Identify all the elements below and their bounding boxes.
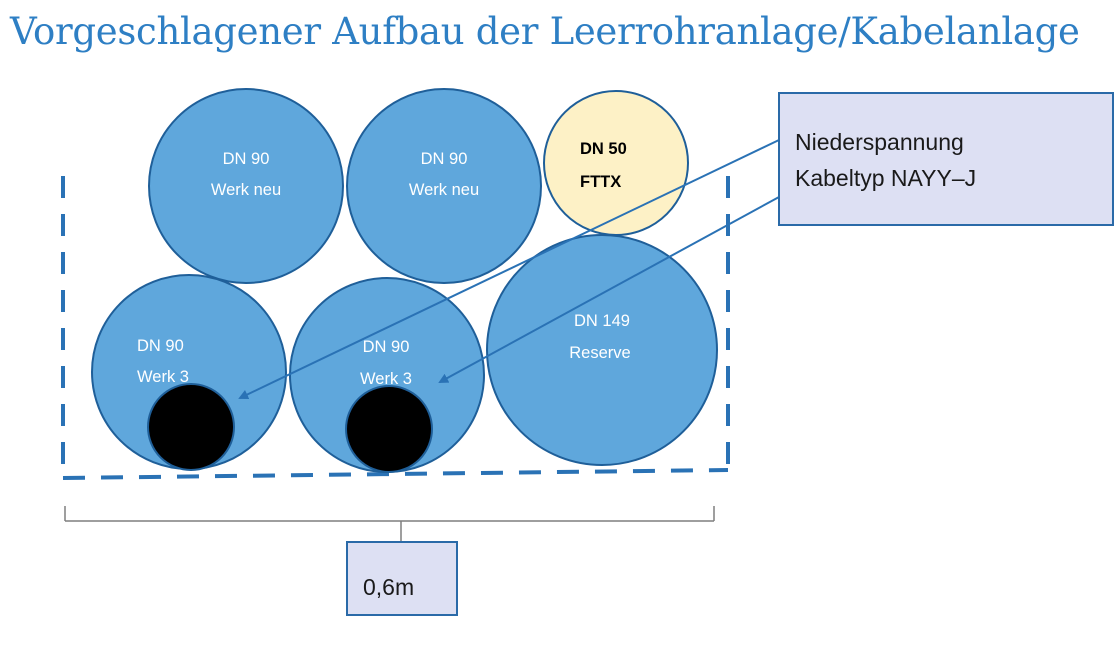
cable (345, 385, 433, 473)
pipe-dn-label: DN 90 (137, 337, 184, 355)
pipe-top-left: DN 90 Werk neu (148, 88, 344, 284)
pipe-top-mid: DN 90 Werk neu (346, 88, 542, 284)
cable-type-callout: Niederspannung Kabeltyp NAYY–J (778, 92, 1114, 226)
width-dimension-bracket (64, 506, 715, 541)
pipe-use-label: Reserve (569, 344, 630, 362)
pipe-dn-label: DN 149 (574, 312, 630, 330)
pipe-use-label: Werk neu (409, 181, 479, 199)
callout-arrow-left (238, 139, 780, 400)
callout-line-cable-type: Kabeltyp NAYY–J (795, 165, 977, 191)
pipe-use-label: Werk 3 (137, 368, 189, 386)
pipe-use-label: Werk 3 (360, 370, 412, 388)
pipe-dn-label: DN 50 (580, 140, 627, 158)
pipe-top-right-fttx: DN 50 FTTX (543, 90, 689, 236)
pipe-use-label: FTTX (580, 173, 621, 191)
pipe-bottom-mid: DN 90 Werk 3 (289, 277, 485, 473)
trench-width-label: 0,6m (346, 541, 458, 616)
pipe-use-label: Werk neu (211, 181, 281, 199)
cable (147, 383, 235, 471)
pipe-dn-label: DN 90 (421, 150, 468, 168)
pipe-bottom-left: DN 90 Werk 3 (91, 274, 287, 471)
pipe-dn-label: DN 90 (223, 150, 270, 168)
page-title: Vorgeschlagener Aufbau der Leerrohranlag… (10, 10, 1080, 53)
callout-line-voltage: Niederspannung (795, 129, 964, 155)
pipe-dn-label: DN 90 (363, 338, 410, 356)
pipe-bottom-right: DN 149 Reserve (486, 234, 718, 466)
callout-arrow-right (438, 196, 780, 383)
